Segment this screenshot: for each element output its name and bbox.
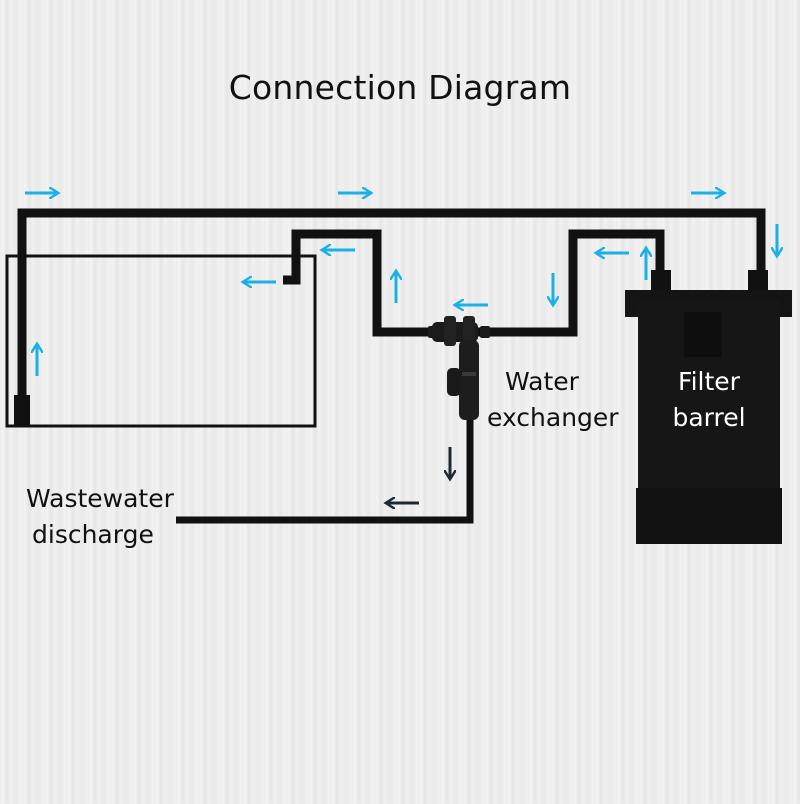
diagram-title: Connection Diagram [228, 68, 572, 107]
water-exchanger-label-line1: Water [505, 367, 579, 396]
filter-outlet-pipe [470, 229, 665, 337]
filter-barrel [625, 270, 792, 544]
filter-barrel-label-line1: Filter [678, 367, 740, 396]
intake-strainer [14, 395, 30, 425]
wastewater-pipe [176, 420, 474, 524]
return-pipe [283, 229, 430, 337]
filter-barrel-label-line2: barrel [672, 403, 746, 432]
wastewater-label-line1: Wastewater [26, 484, 174, 513]
wastewater-label-line2: discharge [32, 520, 154, 549]
water-exchanger [428, 316, 490, 420]
aquarium-tank [5, 254, 317, 428]
intake-pipe [17, 208, 766, 398]
water-exchanger-label-line2: exchanger [487, 403, 619, 432]
